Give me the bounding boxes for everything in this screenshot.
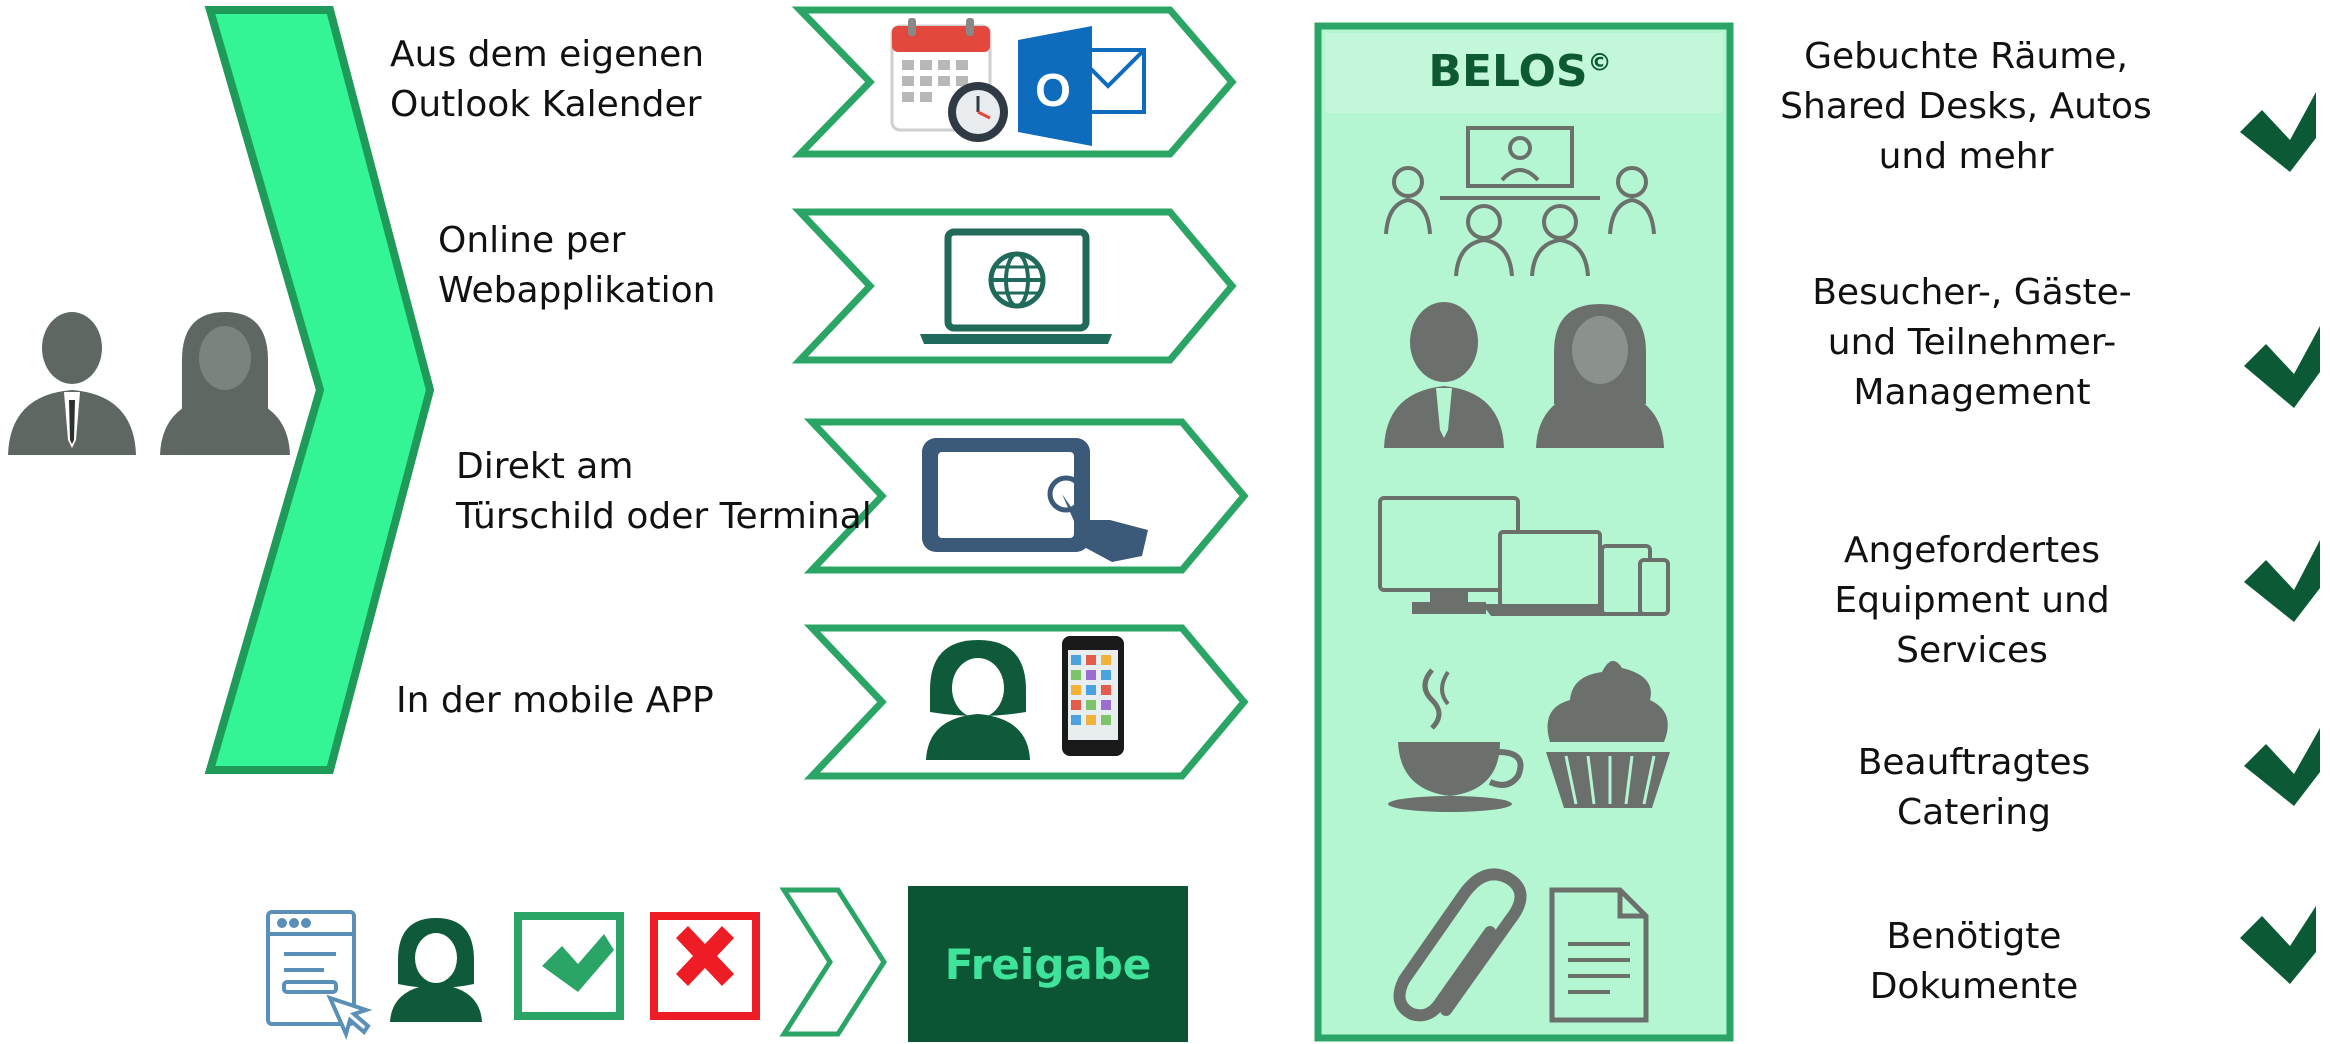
channel-label-4: In der mobile APP [396, 680, 714, 721]
process-chevron [204, 5, 435, 774]
belos-title: BELOS© [1428, 46, 1612, 97]
devices-icon [1378, 496, 1670, 616]
meeting-room-icon [1384, 126, 1656, 277]
benefit-label-2: Besucher-, Gäste-und Teilnehmer-Manageme… [1812, 272, 2132, 413]
form-icon [266, 910, 373, 1040]
arrow-chevron-icon [779, 887, 887, 1037]
freigabe-label: Freigabe [944, 939, 1152, 989]
users-icon [1384, 302, 1664, 448]
documents-icon [1393, 868, 1649, 1023]
approver-icon [390, 918, 482, 1022]
reject-x-icon [650, 912, 760, 1020]
mobile-app-icon [926, 636, 1124, 760]
channel-arrow-1 [791, 6, 1237, 158]
channel-label-1: Aus dem eigenen Outlook Kalender [390, 34, 705, 125]
channel-arrow-4 [803, 624, 1249, 780]
catering-icon [1388, 660, 1670, 812]
channel-label-2: Online per Webapplikation [438, 220, 716, 311]
check-icon-4 [2244, 728, 2320, 806]
tablet-touch-icon [922, 438, 1148, 562]
check-icon-2 [2244, 326, 2320, 408]
svg-text:O: O [1035, 64, 1071, 116]
approve-check-icon [514, 912, 624, 1020]
channel-label-3: Direkt am Türschild oder Terminal [456, 446, 872, 537]
laptop-globe-icon [920, 228, 1112, 344]
check-icon-5 [2240, 906, 2316, 984]
user-group-icon [8, 312, 290, 455]
check-icon-3 [2244, 540, 2320, 622]
outlook-calendar-icon: O [890, 18, 1146, 146]
freigabe-box: Freigabe [908, 886, 1188, 1042]
check-icon-1 [2240, 92, 2316, 172]
